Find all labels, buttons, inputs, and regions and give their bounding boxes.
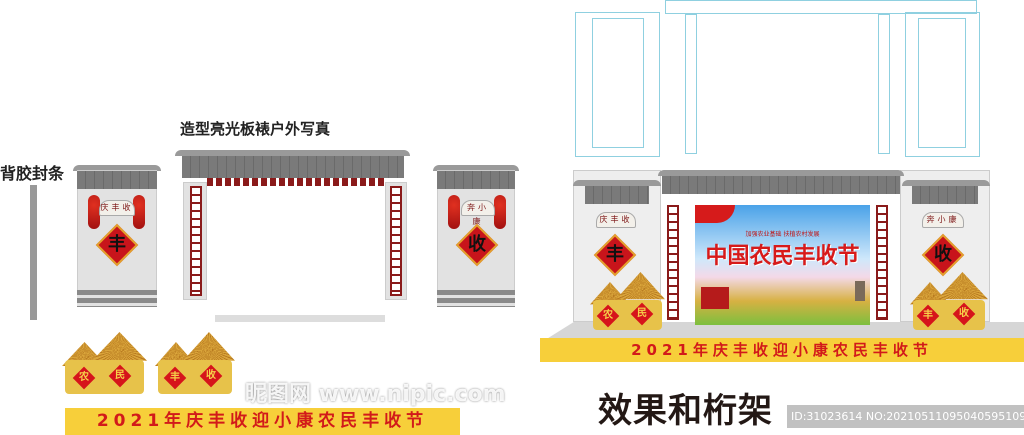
roof: [573, 180, 661, 186]
fret-pattern: [667, 205, 679, 320]
caption-title: 效果和桁架: [598, 391, 773, 431]
diamond-text: 丰: [606, 244, 624, 265]
seal-strip: [30, 185, 37, 320]
truss-column: [685, 14, 697, 154]
chili-icon: [448, 195, 460, 229]
roof-tiles: [662, 176, 900, 194]
straw-hut-group: 农 民: [590, 272, 665, 330]
straw-hut-group: 丰 收: [910, 272, 988, 330]
roof: [433, 165, 519, 171]
hut-tag: 收: [959, 308, 969, 319]
truss-column: [905, 12, 980, 157]
design-title: 造型亮光板裱户外写真: [180, 120, 331, 138]
roof-tiles: [585, 186, 649, 204]
base-stripes: [77, 290, 157, 307]
diamond-text: 收: [934, 244, 952, 265]
truss-column: [918, 18, 966, 148]
hut-tag: 农: [79, 372, 89, 383]
stage-banner: 2021年庆丰收迎小康农民丰收节: [540, 338, 1024, 362]
scroll: 奔小康: [922, 212, 964, 228]
hut-tag: 农: [603, 310, 613, 321]
straw-hut-group: 丰 收: [155, 332, 235, 394]
watermark-id: ID:31023614 NO:20210511095040595109: [787, 405, 1024, 428]
hut-tag: 丰: [923, 310, 933, 321]
truss-beam: [665, 0, 977, 14]
truss-column: [575, 12, 660, 157]
hut-tag: 丰: [170, 372, 180, 383]
roof: [658, 170, 904, 176]
diamond-text: 收: [468, 234, 486, 255]
chili-icon: [494, 195, 506, 229]
fret-border: [207, 178, 387, 186]
stage-platform: [545, 322, 1024, 340]
roof: [73, 165, 161, 171]
truss-column: [592, 18, 644, 148]
roof-tiles: [437, 171, 515, 189]
flag-icon: [695, 205, 735, 223]
strip-label: 背胶封条: [0, 164, 65, 183]
roof-tiles: [77, 171, 157, 189]
roof-tiles: [912, 186, 978, 204]
harvester-icon: [701, 287, 729, 309]
roof-tiles: [182, 156, 404, 178]
roof: [902, 180, 990, 186]
windmill-icon: [855, 281, 865, 301]
diamond-text: 丰: [108, 234, 126, 255]
hut-tag: 民: [115, 370, 125, 381]
fret-pattern: [390, 186, 402, 296]
hut-tag: 收: [206, 370, 216, 381]
fret-pattern: [876, 205, 888, 320]
chili-icon: [133, 195, 145, 229]
fret-pattern: [190, 186, 202, 296]
scroll: 庆丰收: [99, 200, 135, 216]
left-banner: 2021年庆丰收迎小康农民丰收节: [65, 408, 460, 435]
scroll: 庆丰收: [596, 212, 636, 228]
screen-headline: 中国农民丰收节: [705, 244, 860, 269]
chili-icon: [88, 195, 100, 229]
base-bar: [215, 315, 385, 322]
watermark-site: 昵图网 www.nipic.com: [245, 382, 506, 407]
scroll: 奔小康: [461, 200, 495, 226]
base-stripes: [437, 290, 515, 307]
screen-subtitle: 加强农业基础 扶植农村发展: [745, 231, 820, 238]
straw-hut-group: 农 民: [62, 332, 147, 394]
roof: [175, 150, 410, 156]
led-screen: 加强农业基础 扶植农村发展 中国农民丰收节: [695, 205, 870, 325]
truss-column: [878, 14, 890, 154]
hut-tag: 民: [637, 308, 647, 319]
